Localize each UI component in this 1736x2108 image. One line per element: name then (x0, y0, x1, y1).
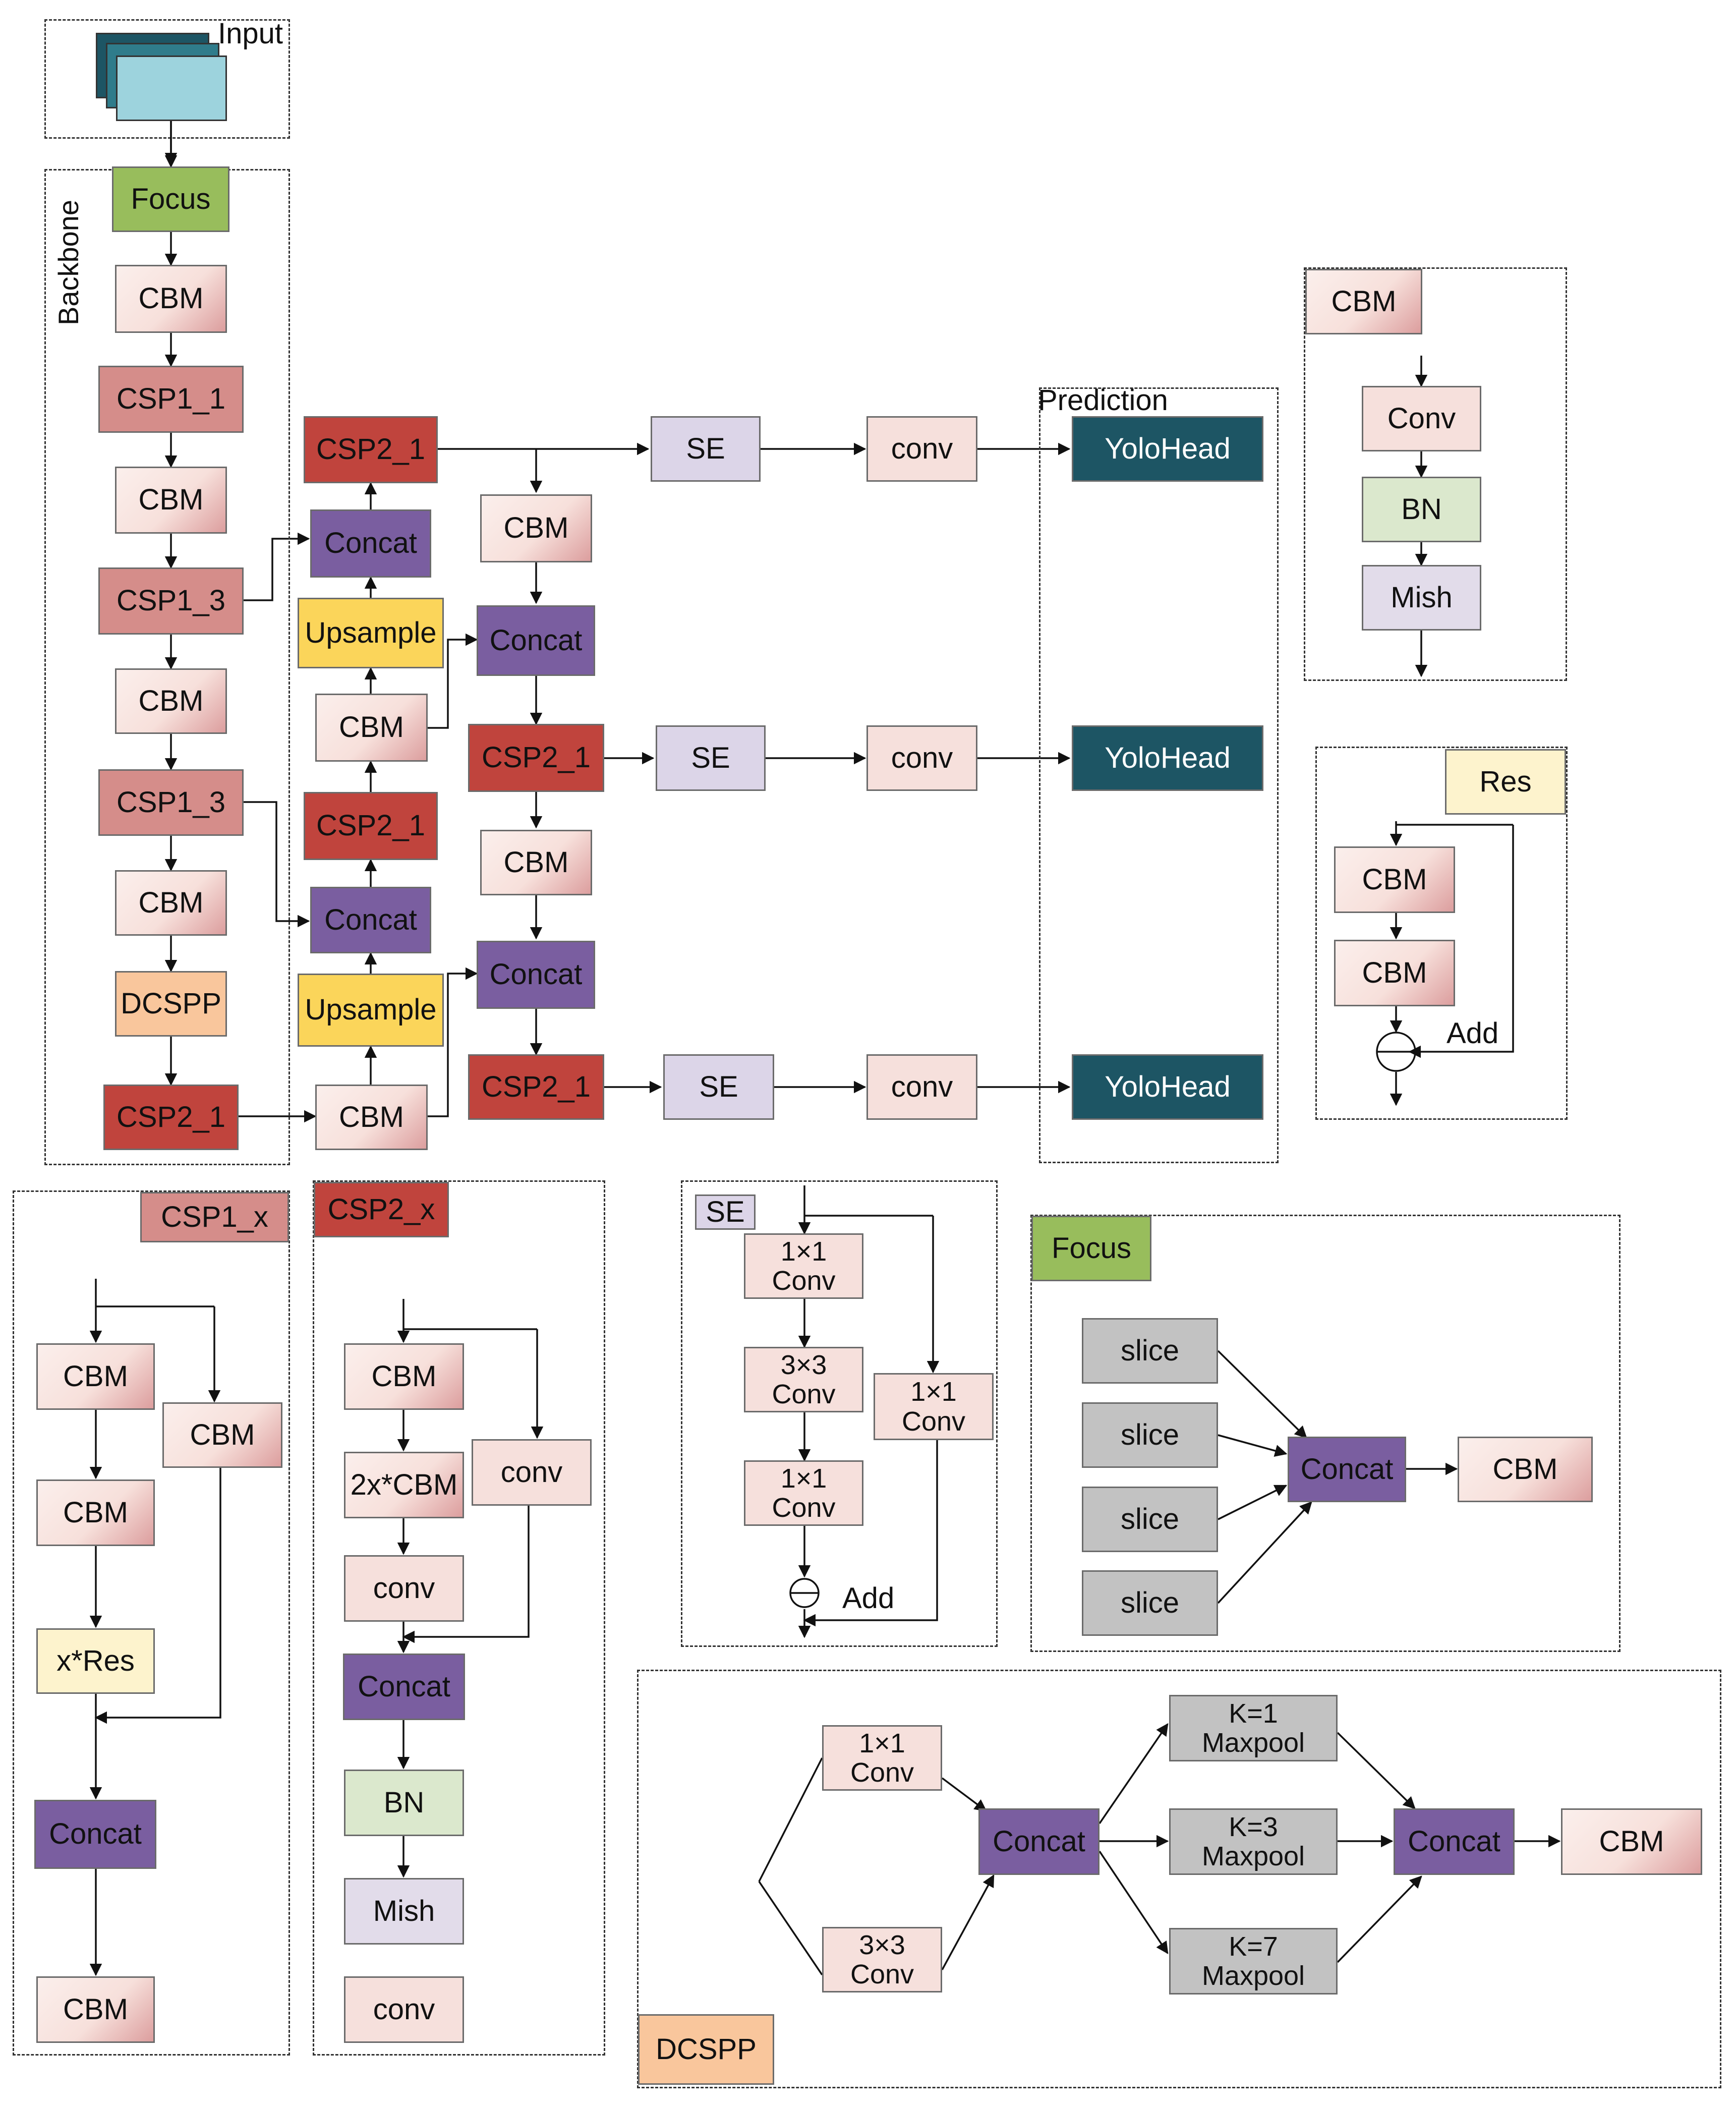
neck-se-2: SE (656, 725, 766, 791)
legend-se-conv-1x1-a: 1×1 Conv (744, 1233, 863, 1299)
legend-dcspp-maxpool-k7: K=7 Maxpool (1169, 1928, 1338, 1995)
legend-csp1-cbm-3: CBM (36, 1976, 155, 2043)
legend-dcspp-conv-3x3: 3×3 Conv (822, 1927, 942, 1992)
neck-cbm-1: CBM (315, 694, 428, 762)
yolohead-1: YoloHead (1072, 416, 1263, 482)
prediction-region (1039, 387, 1279, 1163)
neck-concat-4: Concat (477, 941, 595, 1009)
legend-se-conv-1x1-b: 1×1 Conv (744, 1460, 863, 1526)
legend-dcspp-cbm: CBM (1561, 1808, 1702, 1875)
neck-cbm-3: CBM (480, 494, 592, 562)
legend-dcspp-conv-1x1: 1×1 Conv (822, 1725, 942, 1791)
backbone-cbm-1: CBM (115, 265, 227, 333)
neck-csp2-1-c: CSP2_1 (468, 1054, 604, 1120)
legend-csp2-cbm: CBM (344, 1343, 464, 1410)
neck-conv-2: conv (866, 725, 977, 791)
input-label: Input (218, 17, 283, 50)
legend-dcspp-region (637, 1670, 1721, 2088)
legend-csp2-mish: Mish (344, 1878, 464, 1945)
legend-focus-slice-4: slice (1082, 1570, 1218, 1636)
neck-se-3: SE (663, 1054, 774, 1120)
legend-res-add: Add (1446, 1017, 1499, 1050)
legend-se-title: SE (695, 1194, 756, 1230)
neck-csp2-1-top: CSP2_1 (304, 416, 438, 483)
legend-csp1-concat: Concat (34, 1800, 156, 1869)
legend-csp1-side-cbm: CBM (162, 1402, 282, 1468)
legend-focus-cbm: CBM (1458, 1437, 1593, 1502)
prediction-label: Prediction (1038, 384, 1168, 417)
legend-csp1-title: CSP1_x (140, 1192, 289, 1242)
legend-csp2-2xcbm: 2x*CBM (344, 1452, 464, 1518)
legend-se-conv-1x1-side: 1×1 Conv (874, 1373, 994, 1440)
backbone-cbm-3: CBM (115, 668, 227, 734)
backbone-dcspp: DCSPP (115, 971, 227, 1037)
backbone-csp1-1: CSP1_1 (98, 366, 244, 433)
legend-dcspp-title: DCSPP (638, 2014, 774, 2085)
legend-focus-concat: Concat (1288, 1437, 1406, 1502)
legend-csp2-title: CSP2_x (314, 1182, 449, 1237)
legend-se-region (681, 1180, 998, 1647)
neck-upsample-2: Upsample (298, 974, 444, 1047)
legend-res-region (1315, 747, 1568, 1120)
legend-focus-region (1030, 1215, 1621, 1652)
neck-cbm-4: CBM (480, 830, 592, 895)
backbone-csp1-3-a: CSP1_3 (98, 567, 244, 635)
neck-concat-3: Concat (477, 605, 595, 676)
neck-se-1: SE (651, 416, 761, 482)
legend-res-cbm-2: CBM (1334, 940, 1455, 1006)
legend-csp2-concat: Concat (343, 1654, 465, 1720)
backbone-csp1-3-b: CSP1_3 (98, 769, 244, 836)
yolohead-2: YoloHead (1072, 725, 1263, 791)
legend-cbm-title: CBM (1305, 269, 1422, 334)
legend-csp2-bn: BN (344, 1770, 464, 1836)
yolohead-3: YoloHead (1072, 1054, 1263, 1120)
neck-csp2-1-mid: CSP2_1 (304, 792, 438, 860)
legend-csp1-cbm-2: CBM (36, 1479, 155, 1546)
legend-csp2-conv-1: conv (344, 1555, 464, 1622)
input-region (44, 19, 290, 139)
legend-cbm-mish: Mish (1362, 565, 1481, 631)
backbone-cbm-4: CBM (115, 870, 227, 936)
neck-concat-2: Concat (310, 887, 431, 953)
neck-cbm-2: CBM (315, 1085, 428, 1150)
legend-csp1-region (13, 1190, 290, 2056)
legend-csp2-region (313, 1180, 605, 2056)
legend-focus-slice-1: slice (1082, 1318, 1218, 1384)
neck-upsample-1: Upsample (298, 598, 444, 668)
legend-se-add: Add (842, 1582, 895, 1615)
backbone-cbm-2: CBM (115, 467, 227, 534)
legend-focus-slice-2: slice (1082, 1402, 1218, 1468)
legend-focus-slice-3: slice (1082, 1487, 1218, 1552)
legend-res-cbm-1: CBM (1334, 846, 1455, 913)
neck-concat-1: Concat (310, 509, 431, 578)
legend-dcspp-maxpool-k1: K=1 Maxpool (1169, 1695, 1338, 1761)
neck-conv-1: conv (866, 416, 977, 482)
neck-conv-3: conv (866, 1054, 977, 1120)
legend-csp2-side-conv: conv (472, 1439, 592, 1506)
legend-dcspp-concat-2: Concat (1394, 1808, 1515, 1875)
backbone-focus: Focus (112, 166, 229, 232)
backbone-csp2-1: CSP2_1 (103, 1085, 239, 1150)
legend-se-conv-3x3: 3×3 Conv (744, 1347, 863, 1412)
legend-dcspp-concat-1: Concat (978, 1808, 1100, 1875)
legend-csp2-conv-2: conv (344, 1976, 464, 2043)
legend-cbm-conv: Conv (1362, 386, 1481, 451)
legend-dcspp-maxpool-k3: K=3 Maxpool (1169, 1808, 1338, 1875)
neck-csp2-1-b: CSP2_1 (468, 724, 604, 792)
legend-csp1-cbm-1: CBM (36, 1343, 155, 1410)
legend-cbm-region (1304, 267, 1567, 681)
legend-res-title: Res (1445, 749, 1566, 815)
legend-csp1-xres: x*Res (36, 1628, 155, 1694)
legend-cbm-bn: BN (1362, 477, 1481, 542)
backbone-label: Backbone (52, 199, 84, 325)
input-image-icon (116, 55, 227, 121)
legend-focus-title: Focus (1031, 1216, 1151, 1281)
